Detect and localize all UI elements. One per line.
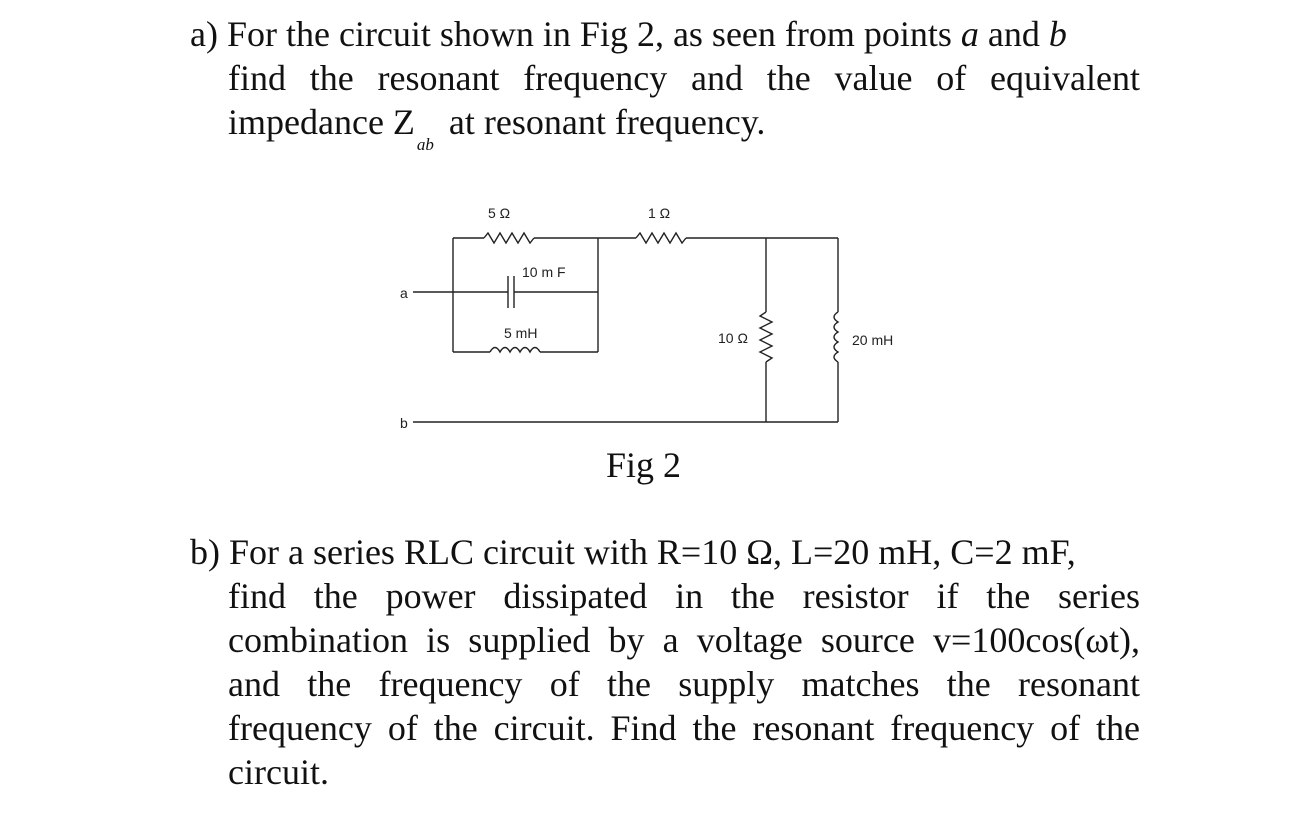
part-b-line-5: frequency of the circuit. Find the reson… — [228, 708, 1140, 748]
part-b-question: b) For a series RLC circuit with R=10 Ω,… — [190, 530, 1140, 794]
part-a-line-2: find the resonant frequency and the valu… — [228, 58, 1140, 98]
part-a-text: and — [978, 14, 1049, 54]
part-a-text: a) For the circuit shown in Fig 2, as se… — [190, 14, 961, 54]
point-b-symbol: b — [1048, 14, 1067, 54]
resistor-1-ohm — [635, 231, 687, 245]
resistor-5-ohm — [483, 231, 535, 245]
part-a-line-3: impedance Zab at resonant frequency. — [190, 100, 1140, 154]
label-node-a: a — [400, 285, 408, 301]
label-inductor-5mh: 5 mH — [504, 325, 537, 341]
impedance-subscript: ab — [416, 135, 434, 154]
part-b-line-6: circuit. — [228, 752, 329, 792]
inductor-20mh — [833, 311, 840, 363]
label-inductor-20mh: 20 mH — [852, 332, 893, 348]
part-b-line-2: find the power dissipated in the resisto… — [228, 576, 1140, 616]
part-a-text: at resonant frequency. — [439, 102, 766, 142]
inductor-5mh — [489, 346, 541, 354]
label-node-b: b — [400, 415, 408, 431]
resistor-10-ohm — [758, 311, 774, 363]
part-a-line-1: a) For the circuit shown in Fig 2, as se… — [190, 12, 1140, 56]
label-resistor-10-ohm: 10 Ω — [718, 330, 748, 346]
label-resistor-1-ohm: 1 Ω — [648, 205, 670, 221]
capacitor-10mf — [507, 276, 515, 308]
part-b-line-4: and the frequency of the supply matches … — [228, 664, 1140, 704]
figure-caption: Fig 2 — [606, 445, 682, 485]
label-resistor-5-ohm: 5 Ω — [488, 205, 510, 221]
part-a-question: a) For the circuit shown in Fig 2, as se… — [190, 12, 1140, 154]
part-b-line-1: b) For a series RLC circuit with R=10 Ω,… — [190, 532, 1076, 572]
point-a-symbol: a — [960, 14, 979, 54]
part-b-line-3: combination is supplied by a voltage sou… — [228, 620, 1140, 660]
impedance-symbol: impedance Z — [228, 102, 415, 142]
label-capacitor: 10 m F — [522, 264, 566, 280]
